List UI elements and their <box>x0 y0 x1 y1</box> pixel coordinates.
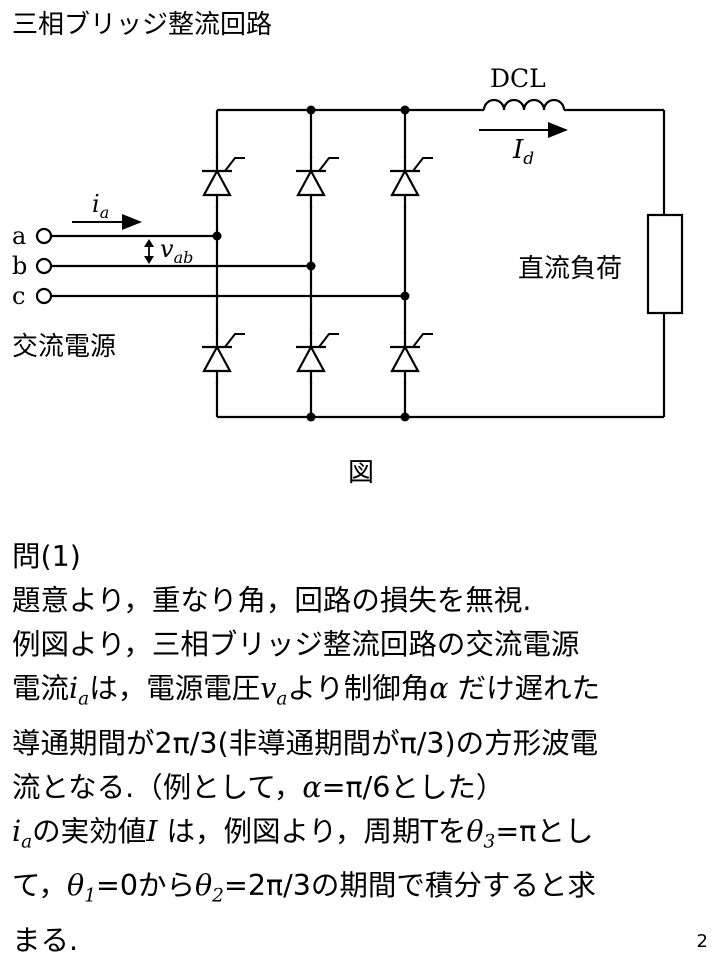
terminal-a-circle <box>35 227 53 245</box>
text-line: 題意より，重なり角，回路の損失を無視. <box>12 584 532 617</box>
text-line: 流となる.（例として，α=π/6とした） <box>12 770 505 804</box>
page-number: 2 <box>696 931 708 952</box>
load-resistor <box>646 213 684 315</box>
dcl-inductor <box>482 98 566 111</box>
ac-source-label: 交流電源 <box>12 332 116 362</box>
text-line: 電流iaは，電源電圧vaより制御角α だけ遅れた <box>12 672 601 710</box>
text-line: iaの実効値I は，例図より，周期Tをθ3=πとし <box>12 814 594 853</box>
thyristor-upper-c <box>388 154 435 210</box>
text-line: 導通期間が2π/3(非導通期間がπ/3)の方形波電 <box>12 726 599 760</box>
junction-dot <box>400 105 410 115</box>
junction-dot <box>212 231 222 241</box>
ia-label: ia <box>92 190 109 222</box>
thyristor-lower-b <box>294 330 341 386</box>
slide-title: 三相ブリッジ整流回路 <box>12 10 273 40</box>
junction-dot <box>400 412 410 422</box>
vab-label: vab <box>160 235 193 267</box>
terminal-c-label: c <box>12 282 25 310</box>
text-line: まる. <box>12 924 79 958</box>
junction-dot <box>306 412 316 422</box>
figure-caption: 図 <box>348 458 375 488</box>
terminal-b-circle <box>35 257 53 275</box>
id-label: Id <box>512 135 534 169</box>
junction-dot <box>306 261 316 271</box>
question-heading: 問(1) <box>12 540 81 573</box>
thyristor-lower-c <box>388 330 435 386</box>
thyristor-upper-a <box>200 154 247 210</box>
thyristor-lower-a <box>200 330 247 386</box>
thyristor-upper-b <box>294 154 341 210</box>
terminal-a-label: a <box>12 222 26 250</box>
terminal-b-label: b <box>12 252 27 280</box>
text-line: 例図より，三相ブリッジ整流回路の交流電源 <box>12 628 580 661</box>
junction-dot <box>306 105 316 115</box>
text-line: て，θ1=0からθ2=2π/3の期間で積分すると求 <box>12 869 596 908</box>
circuit-diagram: DCL Id ia vab a b c 交流電源 直流負荷 <box>12 64 684 422</box>
dcl-label: DCL <box>490 64 546 93</box>
junction-dot <box>400 291 410 301</box>
terminal-c-circle <box>35 287 53 305</box>
dc-load-label: 直流負荷 <box>518 254 622 284</box>
explanation-text: 問(1) 題意より，重なり角，回路の損失を無視. 例図より，三相ブリッジ整流回路… <box>12 535 712 963</box>
